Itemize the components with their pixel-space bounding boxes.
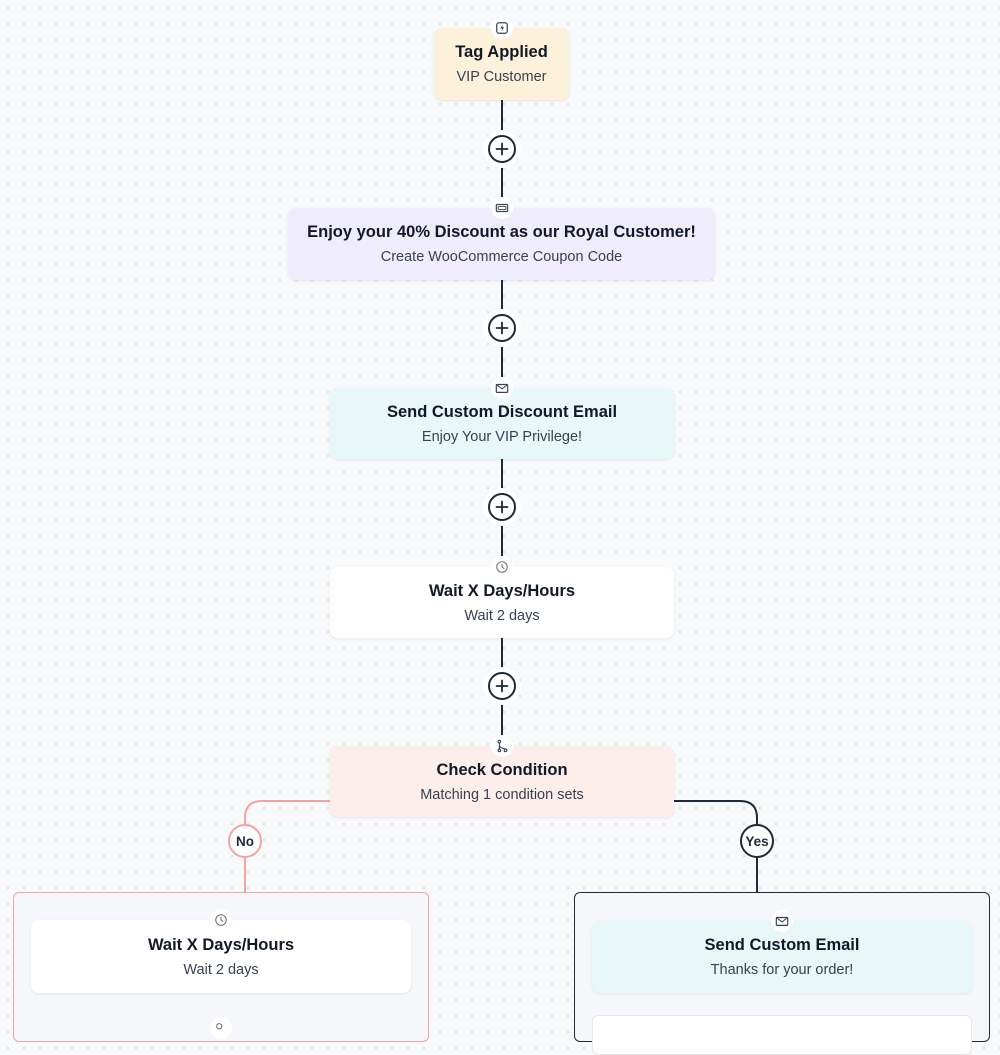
discount-email-title: Send Custom Discount Email (386, 402, 618, 421)
wait-node[interactable]: Wait X Days/Hours Wait 2 days (330, 556, 674, 638)
plus-icon (494, 141, 510, 157)
plus-icon (494, 320, 510, 336)
coupon-node[interactable]: Enjoy your 40% Discount as our Royal Cus… (288, 197, 715, 280)
no-branch-wait-title: Wait X Days/Hours (147, 935, 295, 954)
next-step-node[interactable] (592, 1015, 972, 1055)
yes-branch-badge[interactable]: Yes (740, 824, 774, 858)
next-step-icon (210, 1017, 232, 1039)
trigger-node[interactable]: Tag Applied VIP Customer (434, 17, 569, 100)
no-branch-badge[interactable]: No (228, 824, 262, 858)
coupon-subtitle: Create WooCommerce Coupon Code (380, 249, 623, 265)
coupon-icon (490, 197, 513, 219)
add-step-button[interactable] (488, 493, 516, 521)
coupon-title: Enjoy your 40% Discount as our Royal Cus… (307, 223, 696, 241)
no-branch-panel: Wait X Days/Hours Wait 2 days (13, 892, 429, 1042)
branch-icon (491, 735, 513, 757)
yes-branch-email-node[interactable]: Send Custom Email Thanks for your order! (592, 910, 972, 993)
yes-branch-panel: Send Custom Email Thanks for your order! (574, 892, 990, 1055)
discount-email-node[interactable]: Send Custom Discount Email Enjoy Your VI… (330, 377, 674, 459)
email-icon (491, 377, 513, 399)
lightning-icon (490, 17, 513, 39)
no-branch-wait-node[interactable]: Wait X Days/Hours Wait 2 days (31, 909, 411, 993)
condition-title: Check Condition (436, 760, 568, 779)
condition-subtitle: Matching 1 condition sets (420, 786, 584, 803)
add-step-button[interactable] (488, 314, 516, 342)
trigger-title: Tag Applied (455, 43, 548, 61)
yes-branch-email-title: Send Custom Email (704, 936, 860, 954)
wait-title: Wait X Days/Hours (428, 581, 576, 600)
condition-node[interactable]: Check Condition Matching 1 condition set… (330, 735, 674, 817)
clock-icon (491, 556, 513, 578)
email-icon (771, 910, 793, 932)
clock-icon (210, 909, 232, 931)
add-step-button[interactable] (488, 672, 516, 700)
wait-subtitle: Wait 2 days (464, 607, 540, 624)
discount-email-subtitle: Enjoy Your VIP Privilege! (421, 428, 583, 445)
plus-icon (494, 678, 510, 694)
add-step-button[interactable] (488, 135, 516, 163)
yes-branch-email-subtitle: Thanks for your order! (710, 962, 854, 978)
plus-icon (494, 499, 510, 515)
trigger-subtitle: VIP Customer (456, 69, 547, 85)
no-branch-wait-subtitle: Wait 2 days (183, 961, 259, 978)
